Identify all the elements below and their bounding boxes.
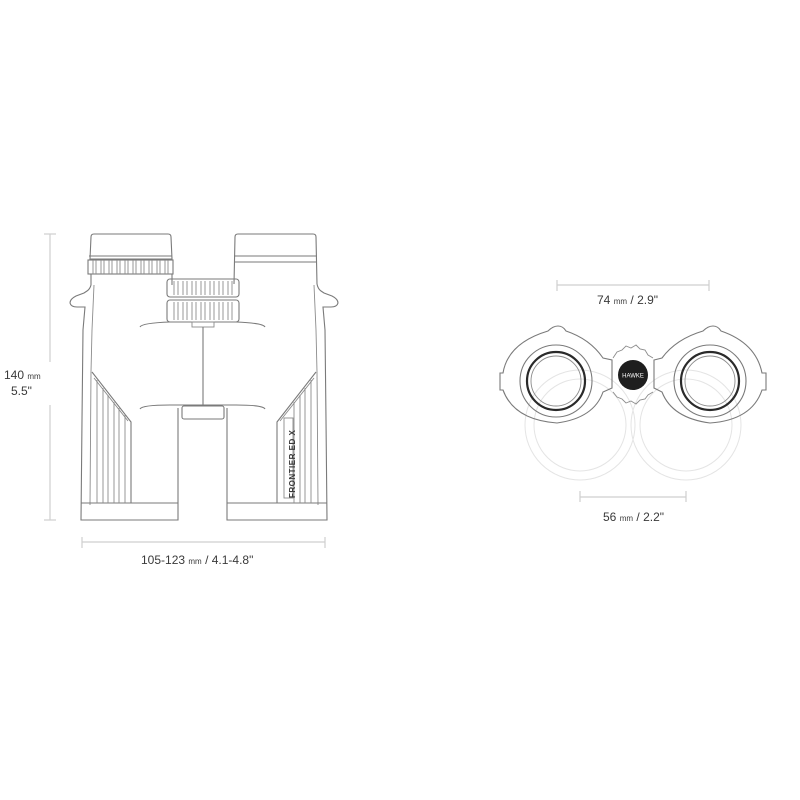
height-inch-value: 5.5" xyxy=(11,384,32,398)
objective-lens-outlines xyxy=(524,369,742,481)
objective-spacing-label: 74 mm / 2.9" xyxy=(597,293,658,307)
right-barrel xyxy=(226,233,339,521)
right-eyepiece xyxy=(653,325,767,424)
eyepiece-spacing-dimension-line xyxy=(579,491,687,502)
height-dimension-line xyxy=(44,233,56,521)
eyepiece-spacing-mm-value: 56 xyxy=(603,510,617,524)
width-mm-unit: mm xyxy=(188,557,202,566)
hawke-badge-text: HAWKE xyxy=(622,374,644,380)
eyepiece-spacing-label: 56 mm / 2.2" xyxy=(603,510,664,524)
height-mm-unit: mm xyxy=(27,372,41,381)
objective-spacing-dimension-line xyxy=(556,280,710,291)
objective-spacing-inch-value: 2.9" xyxy=(637,293,659,307)
height-label: 140 mm 5.5" xyxy=(4,368,41,398)
width-inch-value: 4.1-4.8" xyxy=(211,553,254,567)
width-dimension-line xyxy=(81,537,326,548)
left-barrel xyxy=(69,233,179,521)
focus-wheel xyxy=(139,278,266,420)
height-mm-value: 140 xyxy=(4,368,25,382)
width-mm-value: 105-123 xyxy=(141,553,186,567)
eyepiece-spacing-inch-value: 2.2" xyxy=(643,510,665,524)
hawke-badge xyxy=(618,360,648,390)
objective-spacing-separator: / xyxy=(630,293,634,307)
width-label: 105-123 mm / 4.1-4.8" xyxy=(141,553,253,567)
eyepiece-spacing-separator: / xyxy=(636,510,640,524)
objective-spacing-mm-value: 74 xyxy=(597,293,611,307)
eyepiece-spacing-mm-unit: mm xyxy=(619,514,634,523)
left-knurl xyxy=(92,260,169,274)
width-separator: / xyxy=(205,553,209,567)
left-eyepiece xyxy=(499,325,613,424)
objective-spacing-mm-unit: mm xyxy=(613,297,628,306)
focus-gear xyxy=(612,344,654,405)
